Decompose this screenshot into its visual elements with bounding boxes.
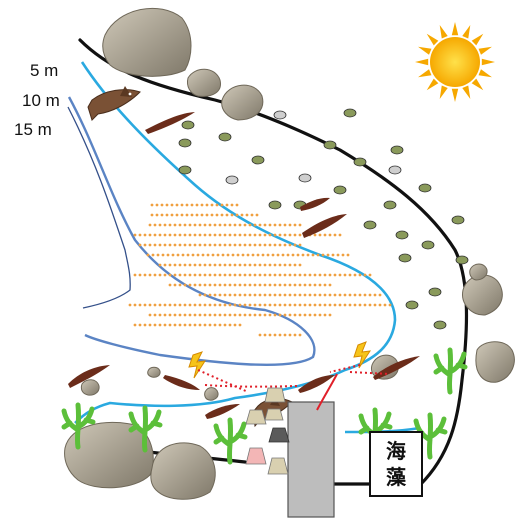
seaweed-sign: 海 藻 [369,431,423,497]
shoreline [78,38,469,487]
fish-school-dots [128,203,392,337]
depth-label-10m: 10 m [22,91,60,110]
pier [245,373,338,518]
seaweed-icon [213,417,248,465]
seaweed-icon [433,347,468,395]
pebble-group [178,108,469,330]
lightning-icon [188,341,372,379]
sign-text-line-1: 海 [386,439,406,463]
depth-contour-10m [67,96,316,367]
depth-label-5m: 5 m [30,61,58,80]
shark-icon [87,86,293,428]
sun-icon [415,22,495,102]
depth-label-15m: 15 m [14,120,52,139]
eel-icon [68,112,420,419]
rock-icon [64,7,515,500]
sign-text-line-2: 藻 [386,465,407,489]
seaweed-icon [61,402,96,450]
seaweed-icon [128,405,163,453]
depth-contour-15m [67,106,131,309]
